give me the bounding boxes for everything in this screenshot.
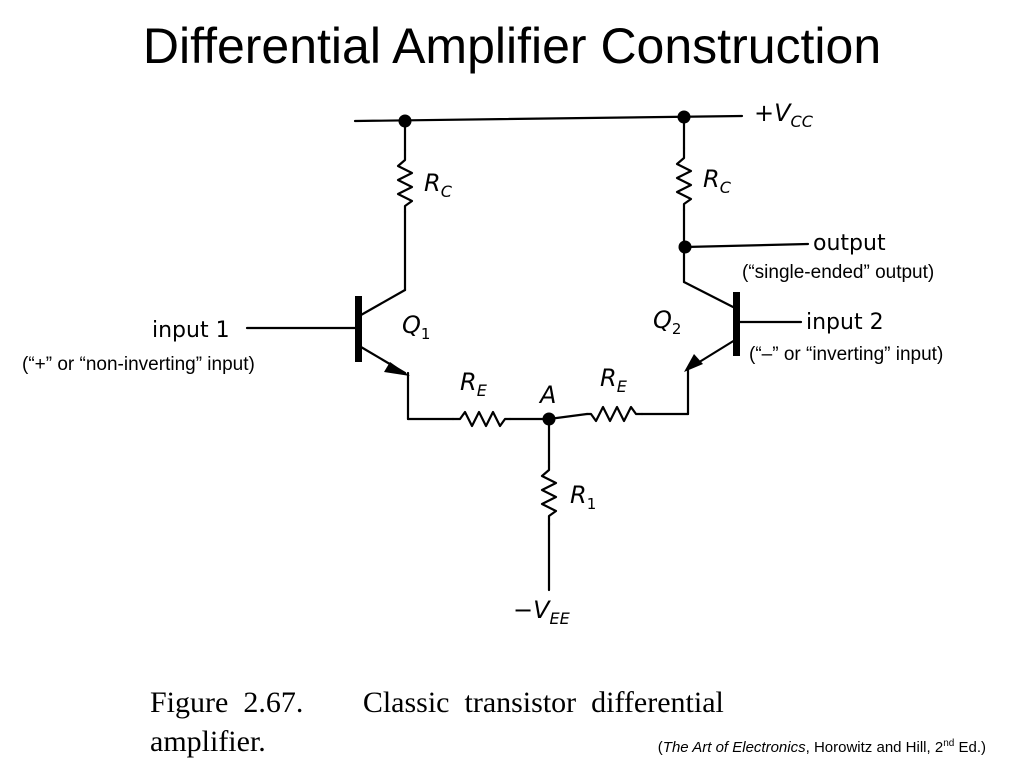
slide-title: Differential Amplifier Construction <box>142 18 882 74</box>
output-note: (“single-ended” output) <box>742 262 935 283</box>
left-emitter-resistor <box>451 410 512 428</box>
junction-dot-left-vcc <box>398 114 412 128</box>
vcc-rail <box>353 114 744 123</box>
figure-caption-line2: amplifier. <box>150 725 266 758</box>
right-emitter-resistor <box>585 405 644 423</box>
left-re-label: RE <box>460 368 488 400</box>
left-rc-label: RC <box>424 169 453 201</box>
output-wire <box>683 242 810 249</box>
citation-edition: Ed.) <box>954 739 986 756</box>
r1-label: R1 <box>570 481 596 513</box>
q1-base-bar <box>355 296 362 362</box>
input1-label: input 1 <box>152 318 230 343</box>
input1-note: (“+” or “non-inverting” input) <box>22 354 255 375</box>
right-re-label: RE <box>600 364 628 396</box>
vee-label: −VEE <box>513 596 571 628</box>
vcc-label: +VCC <box>754 99 814 131</box>
q2-collector-lead <box>682 280 737 310</box>
left-collector-resistor <box>396 148 414 214</box>
q2-emitter-arrow <box>684 354 703 372</box>
figure-description: Classic transistor differential <box>362 686 724 719</box>
citation-superscript: nd <box>943 738 955 749</box>
right-collector-resistor <box>675 146 693 212</box>
source-citation: (The Art of Electronics, Horowitz and Hi… <box>658 738 986 756</box>
junction-dot-node-a <box>542 412 556 426</box>
input2-note: (“–” or “inverting” input) <box>749 344 944 365</box>
junction-dot-output <box>678 240 692 254</box>
tail-resistor <box>540 460 558 526</box>
q2-base-bar <box>733 292 740 356</box>
q1-collector-lead <box>359 288 407 317</box>
figure-number: Figure 2.67. <box>150 686 304 719</box>
citation-open: ( <box>657 739 663 756</box>
figure-caption-line1: Figure 2.67. Classic transistor differen… <box>150 686 724 720</box>
citation-authors: , Horowitz and Hill, 2 <box>805 739 944 756</box>
right-rc-label: RC <box>703 165 732 197</box>
node-a-label: A <box>538 381 556 409</box>
junction-dot-right-vcc <box>677 110 691 124</box>
q1-label: Q1 <box>402 311 430 343</box>
input2-label: input 2 <box>806 310 884 335</box>
q1-emitter-arrow <box>384 362 410 376</box>
citation-book-title: The Art of Electronics <box>662 739 806 756</box>
output-label: output <box>813 231 886 256</box>
q2-label: Q2 <box>653 306 681 338</box>
